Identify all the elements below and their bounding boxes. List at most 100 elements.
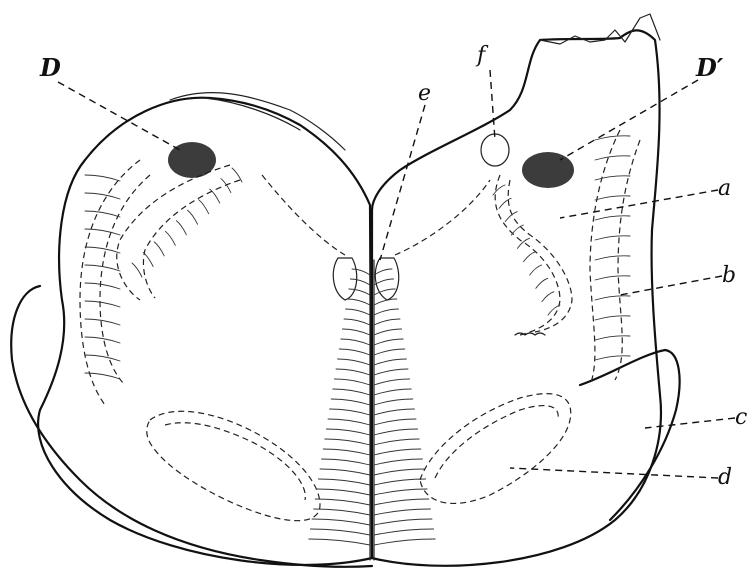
left-membrane-inner	[205, 98, 300, 130]
midline-fiber	[374, 389, 411, 395]
right-outer-fiber	[595, 196, 630, 200]
left-band-fiber	[176, 221, 186, 235]
midline-fiber	[374, 399, 413, 405]
right-band-fiber	[524, 252, 536, 262]
midline-fiber	[374, 409, 414, 415]
right-serrated-band	[495, 175, 560, 335]
leader-D	[58, 82, 180, 150]
leader-c	[645, 418, 735, 428]
label-e: e	[418, 81, 431, 106]
right-lower-oval	[420, 394, 571, 504]
midline-fiber	[326, 429, 370, 435]
right-band-fiber	[493, 185, 505, 195]
left-serrated-band	[117, 165, 230, 300]
midline-fiber	[374, 309, 398, 315]
midline-fiber	[374, 299, 397, 305]
left-outer-striated-zone	[80, 160, 140, 405]
left-lateral-lobe	[11, 286, 372, 567]
midline-fiber	[374, 329, 402, 335]
midline-fiber	[346, 309, 370, 315]
right-midline-body	[375, 258, 398, 300]
leader-a	[560, 190, 718, 218]
midline-fiber	[374, 429, 418, 435]
label-D-prime: D′	[695, 53, 724, 82]
midline-fiber	[322, 459, 370, 465]
midline-fiber	[374, 459, 422, 465]
left-band-fiber	[199, 200, 209, 214]
midline-fiber	[330, 409, 370, 415]
left-band-fiber	[154, 242, 164, 256]
right-outer-fiber	[595, 156, 630, 160]
midline-fiber	[323, 449, 370, 455]
midline-fiber	[350, 279, 370, 285]
left-lower-oval-inner	[165, 423, 305, 500]
midline-fiber	[374, 369, 408, 375]
right-band-fiber	[542, 292, 554, 302]
right-tract-line	[395, 180, 490, 255]
midline-fiber	[347, 299, 370, 305]
right-outer-fiber	[595, 316, 630, 320]
midline-fiber	[317, 489, 370, 495]
right-band-fiber	[530, 265, 542, 275]
midline-fiber	[374, 289, 395, 295]
midline-fiber	[374, 359, 406, 365]
midline-fiber	[374, 539, 435, 545]
left-outer-fiber	[85, 337, 120, 343]
left-band-fiber	[165, 231, 175, 245]
midline-fiber	[374, 499, 429, 505]
midline-fiber	[374, 269, 392, 275]
midline-fiber	[315, 499, 370, 505]
midline-fiber	[374, 489, 427, 495]
midline-fiber	[374, 319, 400, 325]
right-lateral-lobe	[580, 350, 680, 520]
midline-fiber	[320, 469, 370, 475]
midline-fiber	[318, 479, 370, 485]
midline-fiber	[341, 339, 370, 345]
midline-fiber	[352, 269, 370, 275]
midline-fiber	[374, 419, 416, 425]
left-band-fiber	[132, 263, 142, 277]
midline-fiber	[331, 399, 370, 405]
label-b: b	[722, 263, 736, 288]
right-outer-fiber	[595, 336, 630, 340]
right-serrated-band-inner	[508, 180, 572, 332]
leader-b	[620, 276, 722, 295]
midline-fiber	[374, 439, 419, 445]
left-band-fiber	[188, 210, 198, 224]
right-small-chain	[515, 333, 545, 335]
right-band-fiber	[499, 198, 511, 208]
left-lower-oval	[147, 411, 320, 520]
right-lower-oval-inner	[435, 406, 558, 478]
midline-fiber	[314, 509, 370, 515]
midline-fiber	[333, 389, 370, 395]
right-outer-fiber	[595, 356, 630, 360]
label-d: d	[718, 465, 732, 490]
left-membrane	[170, 93, 345, 150]
label-c: c	[735, 405, 747, 430]
left-outer-fiber	[85, 247, 120, 253]
left-outer-fiber	[85, 193, 120, 199]
midline-fiber	[338, 359, 370, 365]
label-a: a	[718, 176, 731, 201]
midline-fiber	[344, 319, 370, 325]
midline-fiber	[312, 519, 370, 525]
midline-fiber	[336, 369, 370, 375]
right-band-fiber	[536, 278, 548, 288]
left-outer-striated-inner	[100, 175, 150, 385]
midline-fiber	[374, 469, 424, 475]
right-stippled-nucleus	[522, 152, 574, 188]
midline-fiber	[374, 279, 394, 285]
fiber-group	[85, 136, 630, 545]
label-D: D	[39, 53, 61, 82]
midline-fiber	[328, 419, 370, 425]
left-serrated-band-inner	[143, 180, 240, 298]
left-tract-line	[262, 175, 345, 255]
right-outer-fiber	[595, 296, 630, 300]
left-outer-fiber	[85, 355, 120, 361]
left-outer-fiber	[85, 211, 120, 217]
right-outer-fiber	[595, 276, 630, 280]
right-half-outline	[372, 30, 661, 565]
midline-fiber	[334, 379, 370, 385]
midline-fiber	[374, 349, 405, 355]
